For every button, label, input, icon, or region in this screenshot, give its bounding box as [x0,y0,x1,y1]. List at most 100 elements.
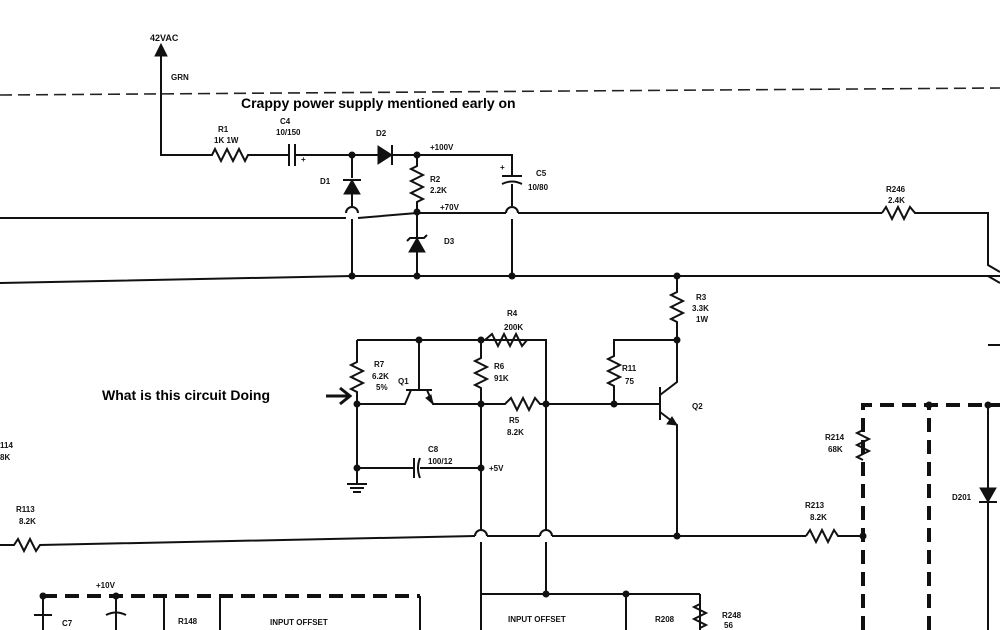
ground-symbol [347,468,367,493]
v70-rail [0,212,882,219]
label-r3-value: 3.3K [692,304,709,313]
node-c7 [39,592,47,600]
label-r7-tolerance: 5% [376,383,388,392]
node-b2 [112,592,120,600]
r213-resistor [805,527,863,545]
label-input-offset-2: INPUT OFFSET [508,615,566,624]
d2-diode [377,145,393,165]
bottom-right-rail [481,593,701,630]
r1-resistor [205,146,282,164]
r4-resistor [484,331,528,349]
r5-resistor [481,395,614,413]
q2-emitter-arrow [666,416,678,426]
r6-crossover [474,529,488,537]
d201-diode [979,487,997,504]
label-c8-value: 100/12 [428,457,453,466]
label-r213: R213 [805,501,825,510]
d3-zener [408,236,426,253]
label-42vac: 42VAC [150,33,179,43]
c5-capacitor [501,175,523,185]
label-c5-plus: + [500,163,505,172]
annotation-arrow-head [339,386,353,406]
node-gnd-d1 [348,272,356,280]
label-10v: +10V [96,581,116,590]
ac-input-wire [160,56,205,156]
r4-crossover [539,529,553,537]
label-r246-value: 2.4K [888,196,905,205]
label-c8: C8 [428,445,439,454]
r113-rail [0,535,806,554]
label-r3-power: 1W [696,315,708,324]
board-boundary-dashed [0,87,1000,96]
label-5v: +5V [489,464,504,473]
label-70v: +70V [440,203,460,212]
label-c4: C4 [280,117,291,126]
label-r6: R6 [494,362,505,371]
label-r214-value: 68K [828,445,843,454]
c4-capacitor [288,144,296,166]
label-r214: R214 [825,433,845,442]
label-r248: R248 [722,611,742,620]
label-r11-value: 75 [625,377,634,386]
down-wires [480,542,547,630]
label-r246: R246 [886,185,906,194]
d1-crossover [345,206,359,214]
label-r1: R1 [218,125,229,134]
label-r4: R4 [507,309,518,318]
d2-wire [372,145,498,165]
node-gnd-d3 [413,272,421,280]
label-c4-plus: + [301,155,306,164]
d1-diode [343,178,361,195]
label-r248-value: 56 [724,621,733,630]
d1-diode-bar [343,179,361,208]
q2-emitter [659,411,678,536]
c5-wire-top [498,154,513,176]
label-c5: C5 [536,169,547,178]
label-r114-partial: 114 [0,441,13,450]
q1-ce-wires [357,389,481,405]
label-r113: R113 [16,505,35,514]
label-d201: D201 [952,493,972,502]
label-r7-value: 6.2K [372,372,389,381]
label-d2: D2 [376,129,387,138]
r2-resistor [408,155,426,262]
label-r1-value: 1K 1W [214,136,239,145]
annotation-title: Crappy power supply mentioned early on [241,95,516,111]
r7-resistor [348,340,366,468]
label-r4-value: 200K [504,323,523,332]
bottom-drops [42,596,421,630]
d3-zener-bar [406,234,428,242]
label-d1: D1 [320,177,331,186]
label-c7: C7 [62,619,73,628]
label-r2-value: 2.2K [430,186,447,195]
label-r3: R3 [696,293,707,302]
label-d3: D3 [444,237,455,246]
label-r2: R2 [430,175,441,184]
label-r5: R5 [509,416,520,425]
right-block-dashed [861,403,1000,630]
label-q2: Q2 [692,402,703,411]
label-r5-value: 8.2K [507,428,524,437]
label-r7: R7 [374,360,385,369]
c8-capacitor [357,457,481,479]
q2-collector [659,340,678,396]
ground-rail [0,275,1000,284]
label-c5-value: 10/80 [528,183,549,192]
annotation-question: What is this circuit Doing [102,387,270,403]
label-r11: R11 [622,364,637,373]
c5-crossover [505,206,519,214]
r3-resistor [668,276,686,340]
q1-emitter-arrow [425,394,434,406]
label-100v: +100V [430,143,454,152]
label-input-offset-1: INPUT OFFSET [270,618,328,627]
r214-resistor [854,429,872,461]
c7-capacitor [34,611,127,616]
label-r113-value: 8.2K [19,517,36,526]
label-r208: R208 [655,615,675,624]
node-right-1 [925,401,933,409]
r11-resistor [605,339,677,404]
label-c4-value: 10/150 [276,128,301,137]
label-r148: R148 [178,617,198,626]
right-edge-wires [987,275,1000,346]
